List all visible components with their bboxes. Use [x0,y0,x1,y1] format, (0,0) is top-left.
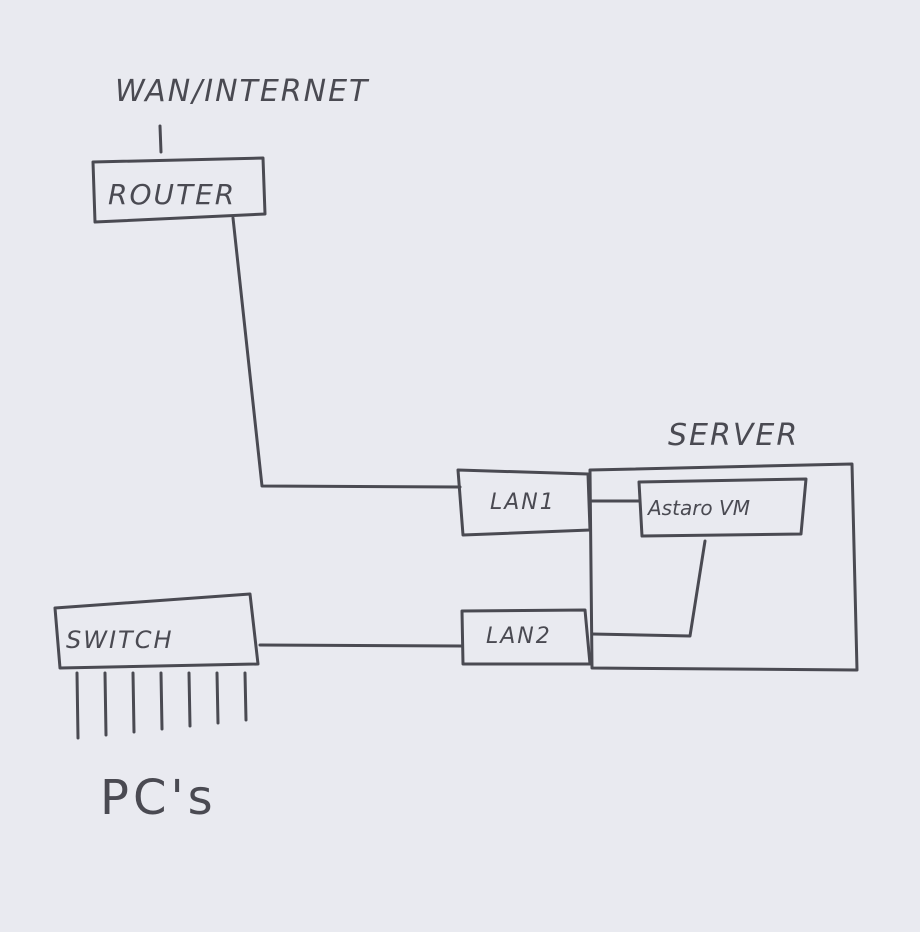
edge-router-lan1 [231,216,462,489]
router-box [91,156,267,224]
vm-box [637,477,808,538]
lan1-label: LAN1 [490,490,556,515]
switch-port-line [131,671,136,734]
server-label: SERVER [668,418,800,453]
vm-label: Astaro VM [648,496,750,520]
lan1-box [456,468,592,537]
server-box [588,462,859,672]
switch-port-line [187,671,192,728]
edge-lan2-switch [258,643,464,648]
lan2-label: LAN2 [486,624,552,649]
switch-port-line [243,671,248,722]
pcs-label: PC's [100,770,217,826]
wan-label: WAN/INTERNET [115,74,370,109]
switch-box [53,592,260,670]
edge-wan-router [158,124,163,154]
router-label: ROUTER [108,178,237,211]
switch-ports [75,671,248,740]
switch-label: SWITCH [66,626,174,654]
switch-port-line [159,671,164,731]
edge-vm-lan2 [590,539,707,638]
switch-port-line [103,671,108,737]
switch-port-line [215,671,220,725]
switch-port-line [75,671,80,740]
